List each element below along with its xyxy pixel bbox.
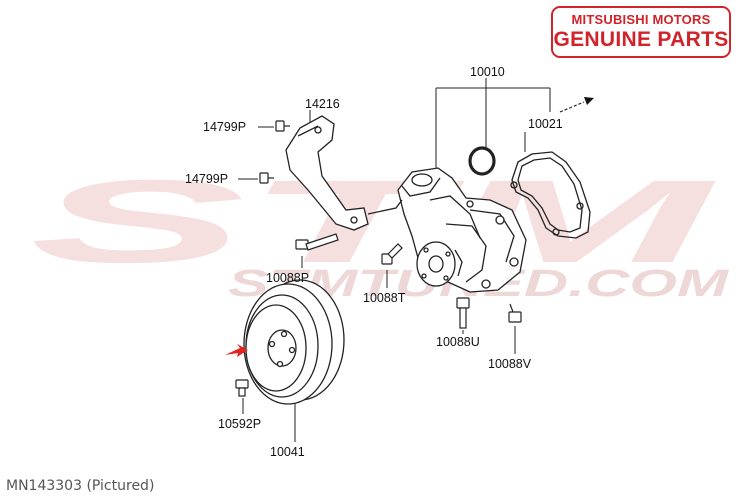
leader-lines	[238, 78, 551, 442]
label-10088p: 10088P	[266, 271, 309, 285]
label-14799p-upper: 14799P	[203, 120, 246, 134]
pulley-10041	[243, 279, 345, 405]
label-14216: 14216	[305, 97, 340, 111]
bolt-14799p-lower	[259, 172, 274, 184]
bolt-10592p	[235, 379, 249, 397]
bracket-14216	[285, 115, 403, 231]
label-10021: 10021	[528, 117, 563, 131]
label-10041: 10041	[270, 445, 305, 459]
o-ring	[468, 146, 496, 176]
part-number-caption: MN143303 (Pictured)	[6, 478, 155, 494]
badge-title: GENUINE PARTS	[553, 28, 729, 51]
genuine-parts-badge: MITSUBISHI MOTORS GENUINE PARTS	[551, 6, 731, 58]
watermark-logo: STM	[30, 156, 717, 288]
label-10592p: 10592P	[218, 417, 261, 431]
red-pointer-arrow-icon	[225, 344, 248, 357]
bolt-10088v	[508, 303, 522, 323]
bolt-10088t	[381, 243, 403, 265]
label-10088t: 10088T	[363, 291, 406, 305]
label-10088u: 10088U	[436, 335, 480, 349]
label-10088v: 10088V	[488, 357, 532, 371]
label-14799p-lower: 14799P	[185, 172, 228, 186]
direction-arrow-icon	[584, 97, 594, 105]
part-labels: 10010 10021 14216 14799P 14799P 10088P 1…	[185, 65, 563, 459]
bolt-10088p	[295, 233, 339, 251]
direction-arrow-line	[559, 101, 585, 113]
gasket-10021	[510, 151, 591, 239]
watermark: STM STMTUNED.COM	[30, 156, 730, 305]
label-10010: 10010	[470, 65, 505, 79]
bolt-14799p-upper	[275, 120, 290, 132]
badge-brand: MITSUBISHI MOTORS	[571, 12, 711, 27]
water-pump-10010	[397, 167, 527, 293]
bolt-10088u	[456, 297, 470, 329]
